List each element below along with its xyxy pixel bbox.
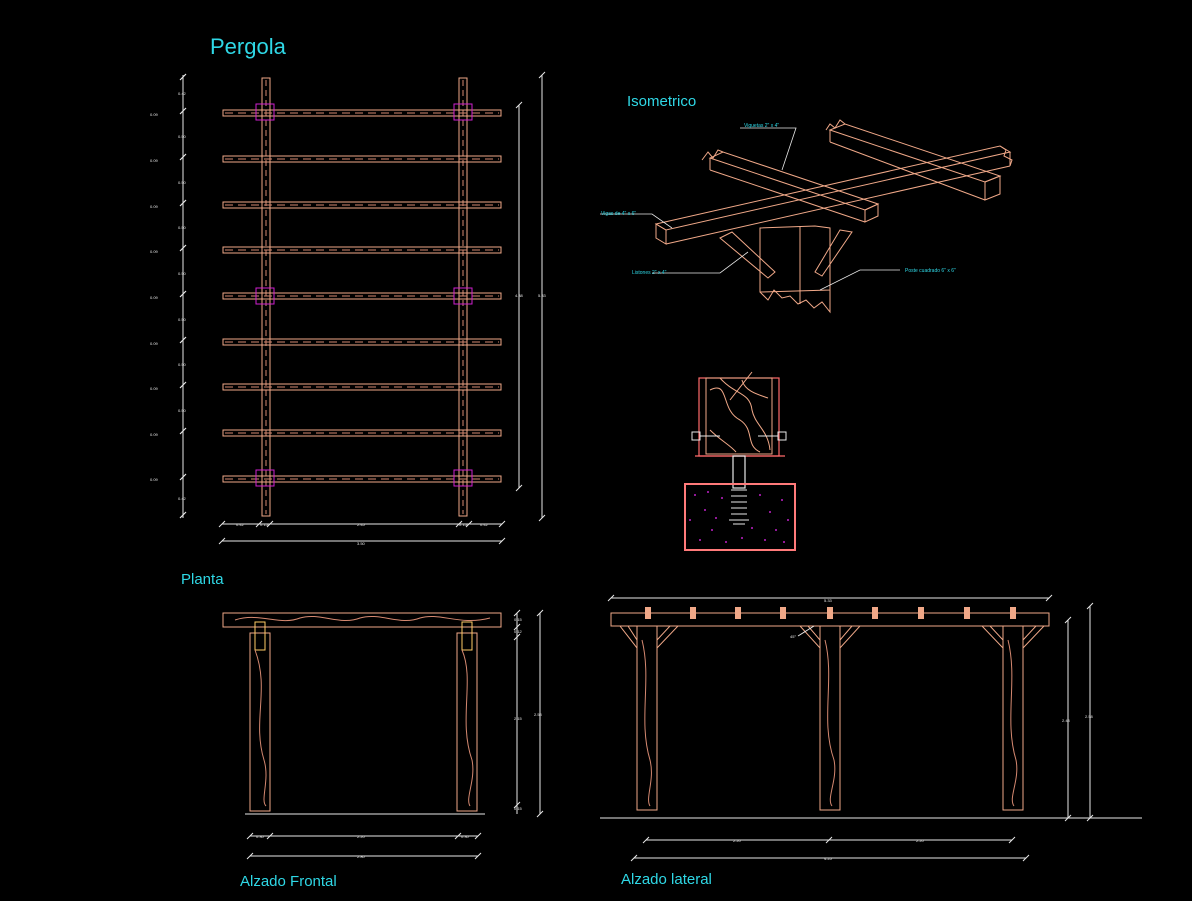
- dim-text: 0.50: [178, 180, 187, 185]
- front-dimensions: [246, 609, 544, 860]
- front-post-left: [249, 632, 271, 812]
- detail-concrete-aggregate: [689, 491, 789, 543]
- dim-text: 0.50: [178, 362, 187, 367]
- dim-text: 0.15: [514, 617, 523, 622]
- dim-text: 0.15: [260, 522, 269, 527]
- dim-text: 2.15: [514, 716, 523, 721]
- dim-text: 0.09: [150, 295, 159, 300]
- side-brace: [618, 625, 638, 650]
- dim-text: 0.15: [459, 522, 468, 527]
- plan-left-dim-texts: 0.09 0.09 0.09 0.09 0.09 0.09 0.09 0.09 …: [150, 91, 187, 501]
- side-elevation: [600, 607, 1142, 819]
- dim-text: 0.42: [480, 522, 489, 527]
- front-elevation: [222, 612, 502, 815]
- dim-text: 0.50: [178, 408, 187, 413]
- dim-text: 2.20: [357, 834, 366, 839]
- dim-text: 0.09: [150, 204, 159, 209]
- plan-rafter-centerlines: [225, 112, 499, 480]
- dim-text: 3.50: [357, 541, 366, 546]
- dim-text: 0.09: [150, 341, 159, 346]
- plan-beam-right: [458, 77, 468, 517]
- detail-bolts: [691, 431, 787, 441]
- front-post-right: [456, 632, 478, 812]
- dim-text: 45°: [790, 634, 796, 639]
- plan-right-dimensions: [515, 71, 546, 522]
- dim-text: 4.88: [515, 293, 524, 298]
- dim-text: 0.42: [236, 522, 245, 527]
- isometric-view: [654, 119, 1013, 314]
- plan-posts: [255, 103, 473, 487]
- iso-leaders: [600, 127, 900, 291]
- iso-brace-right: [814, 229, 853, 277]
- front-top-beam: [222, 612, 502, 628]
- dim-text: 0.50: [178, 134, 187, 139]
- dim-text: 0.42: [178, 91, 187, 96]
- dim-text: 2.80: [357, 854, 366, 859]
- front-elevation-title: Alzado Frontal: [240, 873, 337, 890]
- dim-text: 0.12: [514, 629, 523, 634]
- dim-text: 5.33: [824, 598, 833, 603]
- plan-rafters: [222, 109, 502, 483]
- dim-text: 0.30: [461, 834, 470, 839]
- dim-text: 0.42: [178, 496, 187, 501]
- dim-text: 0.09: [150, 432, 159, 437]
- dim-text: 2.20: [733, 838, 742, 843]
- side-post-left: [636, 625, 658, 811]
- iso-brace-left: [719, 231, 776, 279]
- dim-text: 5.33: [538, 293, 547, 298]
- plan-left-dimensions: [179, 73, 187, 519]
- dim-text: 2.43: [1062, 718, 1071, 723]
- side-post-right: [1002, 625, 1024, 811]
- plan-bottom-dimensions: [218, 520, 506, 545]
- iso-label-listones: Listones 2" x 4": [632, 270, 667, 276]
- plan-beam-left: [261, 77, 271, 517]
- footing-detail: [684, 371, 796, 551]
- pergola-title: Pergola: [210, 34, 287, 59]
- iso-label-poste: Poste cuadrado 6" x 6": [905, 268, 956, 274]
- plan-title: Planta: [181, 571, 224, 588]
- dim-text: 0.50: [178, 271, 187, 276]
- dim-text: 0.09: [150, 249, 159, 254]
- iso-post: [759, 225, 831, 293]
- iso-label-vigas: Vigas de 4" x 6": [601, 211, 636, 217]
- side-rafter-ends: [645, 607, 1016, 619]
- iso-main-beam-end: [655, 223, 667, 245]
- dim-text: 0.50: [178, 225, 187, 230]
- dim-text: 0.09: [150, 112, 159, 117]
- dim-text: 2.45: [357, 522, 366, 527]
- iso-label-viguetas: Viguetas 2" x 4": [744, 123, 779, 129]
- detail-wood-grain: [705, 371, 773, 455]
- side-post-middle: [819, 625, 841, 811]
- side-dimensions: [607, 594, 1094, 862]
- dim-text: 0.09: [150, 477, 159, 482]
- dim-text: 0.50: [178, 317, 187, 322]
- dim-text: 0.09: [150, 158, 159, 163]
- iso-main-beam-top: [654, 145, 1012, 231]
- side-elevation-title: Alzado lateral: [621, 871, 712, 888]
- detail-anchor-rod: [732, 455, 746, 489]
- isometric-title: Isometrico: [627, 93, 696, 110]
- dim-text: 2.20: [916, 838, 925, 843]
- dim-text: 0.30: [256, 834, 265, 839]
- dim-text: 4.25: [824, 856, 833, 861]
- dim-text: 2.58: [534, 712, 543, 717]
- dim-text: 2.58: [1085, 714, 1094, 719]
- dim-text: 0.15: [514, 806, 523, 811]
- dim-text: 0.09: [150, 386, 159, 391]
- plan-view: [222, 77, 502, 517]
- detail-concrete-footing: [684, 483, 796, 551]
